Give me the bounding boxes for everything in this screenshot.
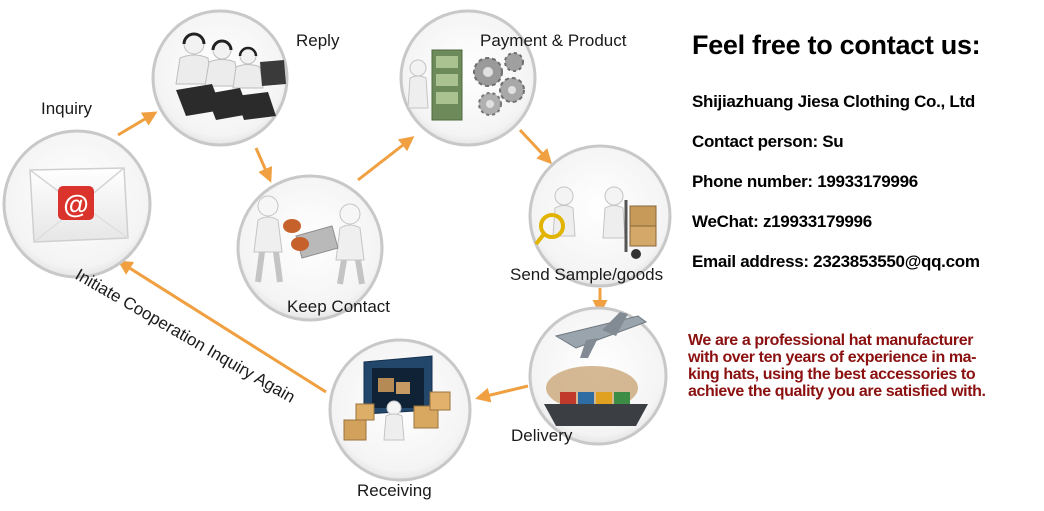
step-label-receiving: Receiving — [357, 481, 432, 500]
step-label-reply: Reply — [296, 31, 340, 50]
phone-number: Phone number: 19933179996 — [692, 172, 918, 191]
step-label-send-sample: Send Sample/goods — [510, 265, 664, 284]
step-label-keep-contact: Keep Contact — [287, 297, 391, 316]
step-receiving — [328, 338, 472, 482]
contact-person: Contact person: Su — [692, 132, 844, 151]
blurb-line: We are a professional hat manufacturer — [688, 332, 974, 349]
arrow-keep-contact-to-payment — [357, 136, 415, 182]
email-address[interactable]: Email address: 2323853550@qq.com — [692, 252, 980, 271]
step-label-inquiry: Inquiry — [41, 99, 93, 118]
flow-arrows — [117, 111, 608, 403]
shipping-container-boxes-icon — [343, 355, 451, 441]
email-envelope-icon: @ — [29, 167, 129, 243]
step-delivery — [528, 306, 668, 446]
contact-panel: Feel free to contact us: Shijiazhuang Ji… — [692, 0, 1044, 511]
call-center-operators-icon — [175, 32, 286, 120]
step-label-delivery: Delivery — [511, 426, 573, 445]
blurb-line: with over ten years of experience in ma- — [688, 349, 977, 366]
step-reply — [151, 9, 289, 147]
arrow-reply-to-keep-contact — [254, 147, 273, 183]
step-keep-contact — [236, 174, 384, 322]
handshake-figures-icon — [253, 195, 365, 285]
step-send-sample — [528, 144, 672, 288]
arrow-receiving-to-inquiry — [117, 260, 327, 394]
arrow-payment-to-send-sample — [518, 128, 553, 165]
svg-text:@: @ — [63, 189, 88, 219]
company-blurb: We are a professional hat manufacturer w… — [688, 332, 1044, 400]
money-and-gears-icon — [407, 49, 525, 121]
step-payment-product — [399, 9, 537, 147]
company-name: Shijiazhuang Jiesa Clothing Co., Ltd — [692, 92, 975, 111]
contact-title: Feel free to contact us: — [692, 30, 981, 60]
process-flow-diagram: @ — [2, 9, 672, 482]
blurb-line: achieve the quality you are satisfied wi… — [688, 383, 986, 400]
magnifier-and-hand-truck-icon — [534, 186, 657, 259]
step-label-payment-product: Payment & Product — [480, 31, 627, 50]
wechat-id: WeChat: z19933179996 — [692, 212, 872, 231]
step-inquiry: @ — [2, 129, 152, 279]
arrow-inquiry-to-reply — [117, 111, 158, 137]
arrow-delivery-to-receiving — [475, 384, 529, 403]
blurb-line: king hats, using the best accessories to — [688, 366, 976, 383]
airplane-ship-globe-icon — [544, 312, 648, 426]
